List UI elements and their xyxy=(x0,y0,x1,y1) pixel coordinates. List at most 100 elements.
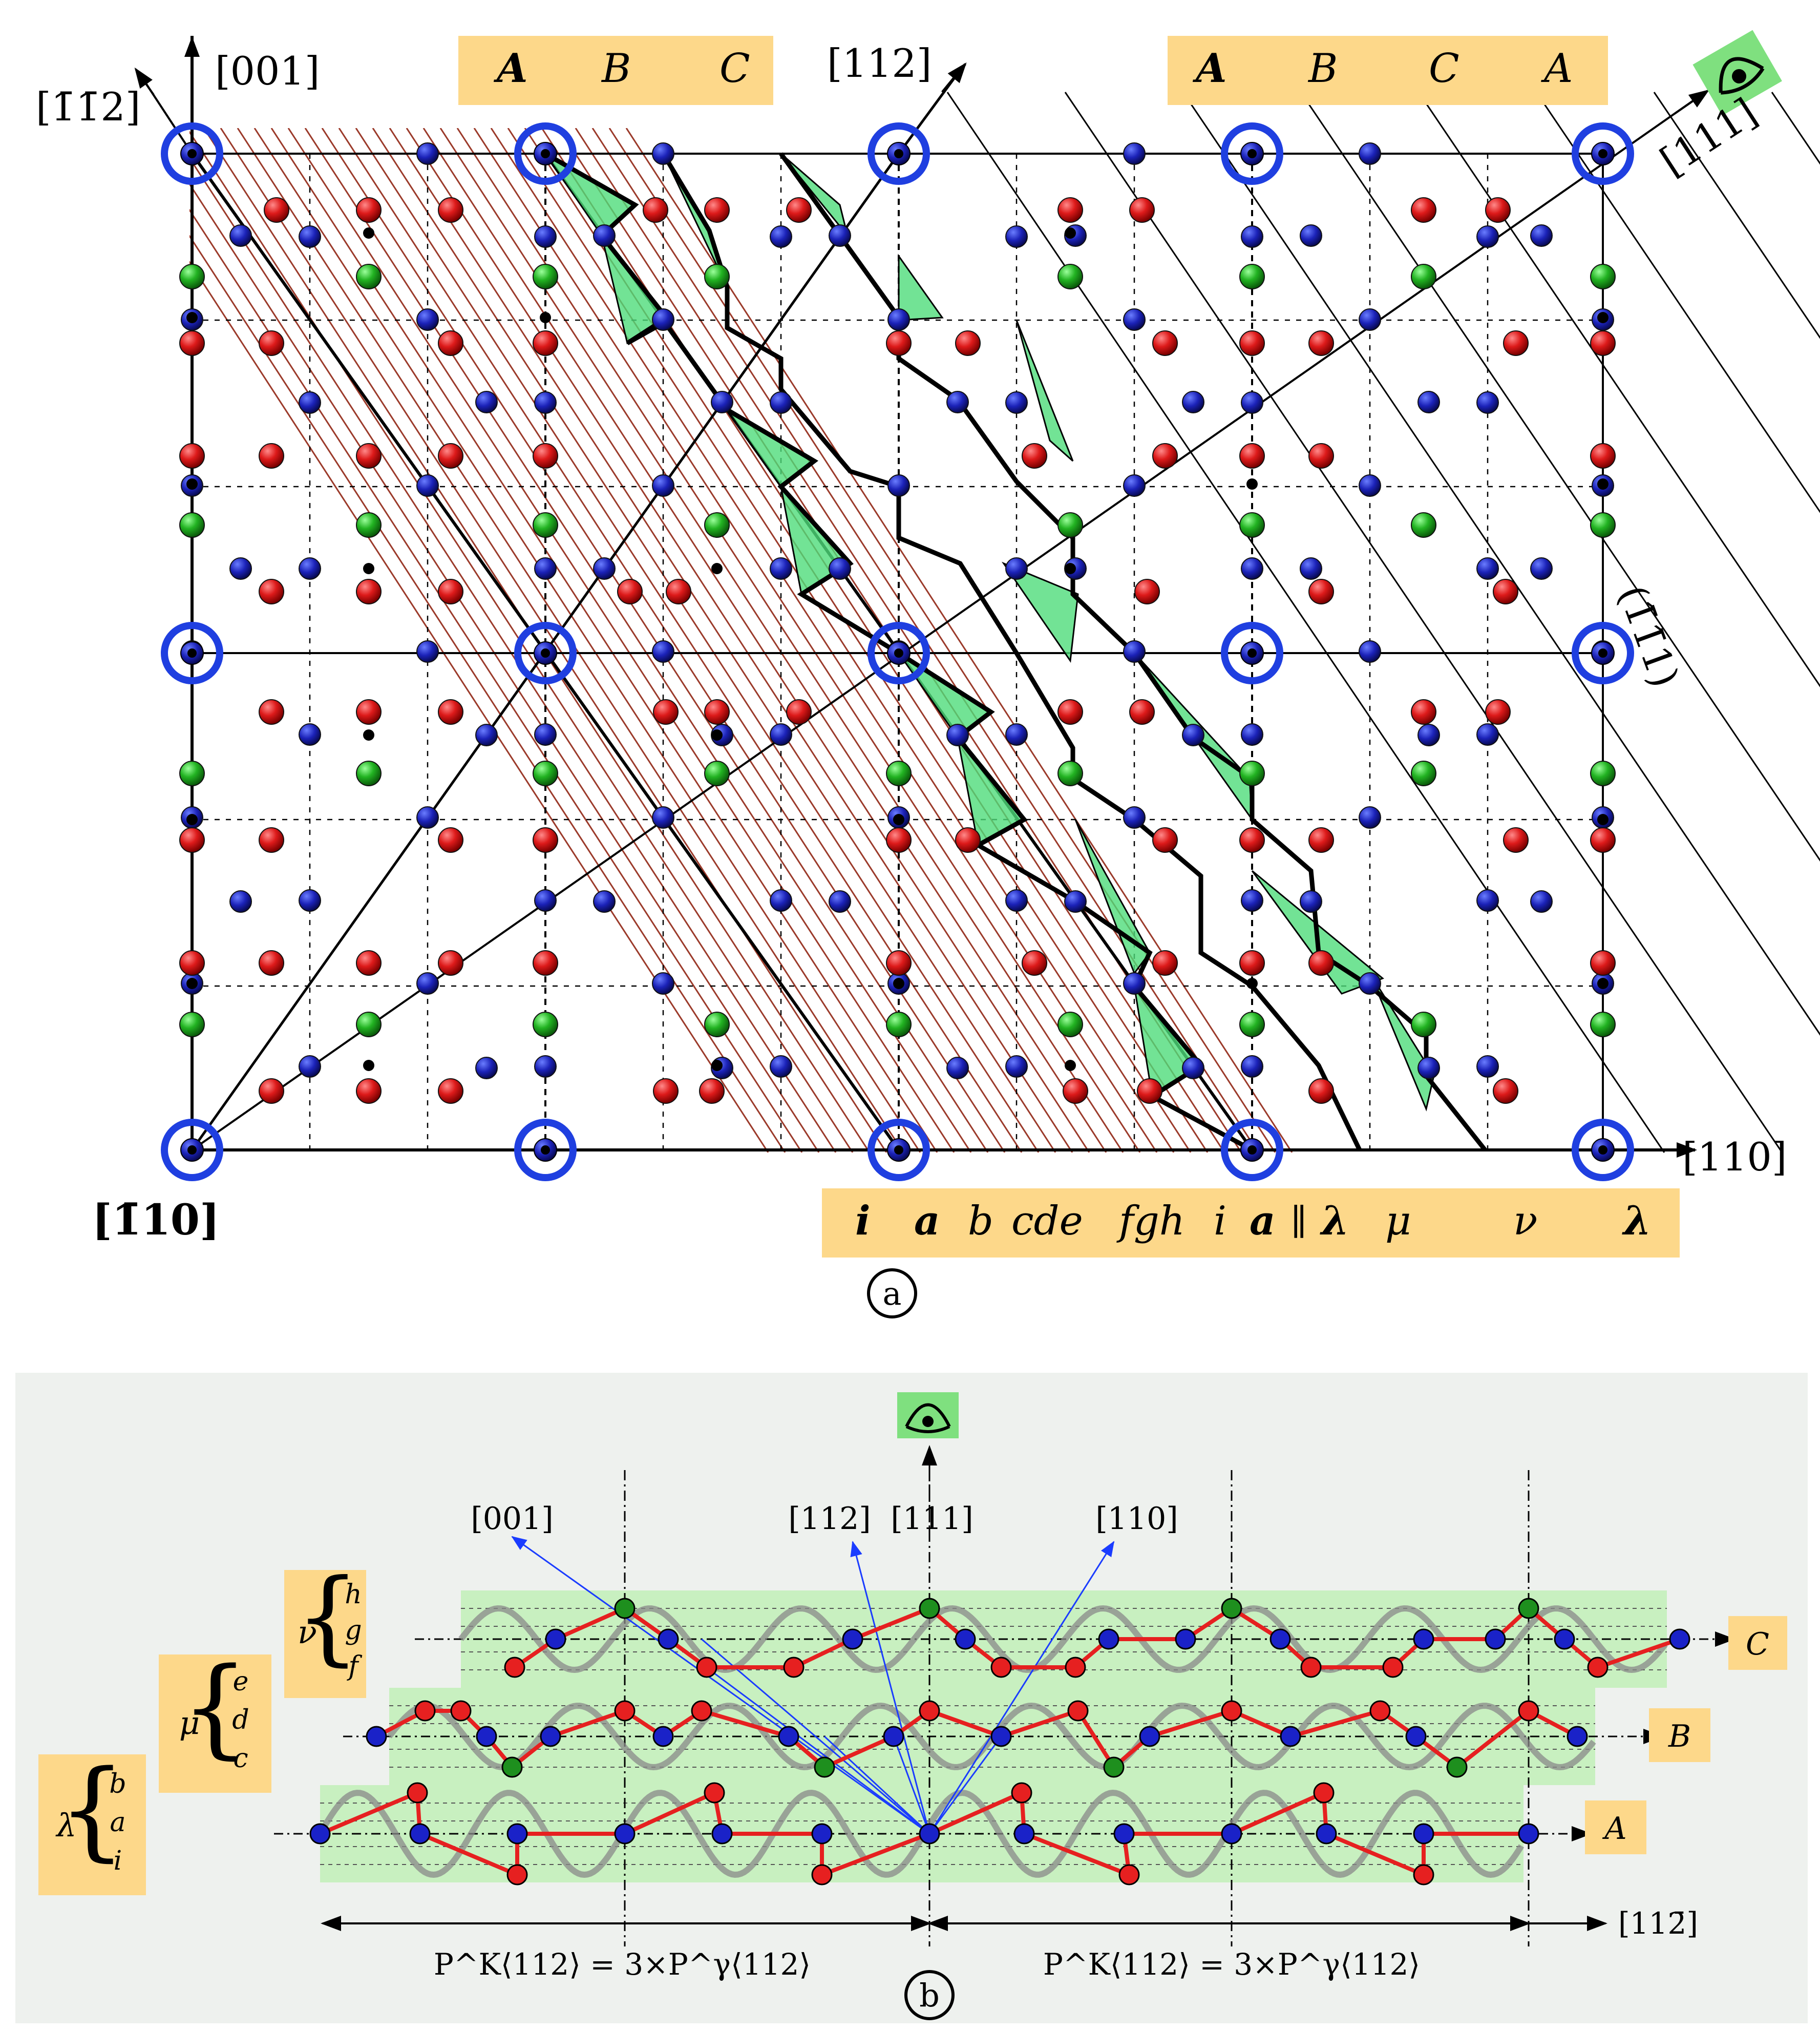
hatch-line xyxy=(456,128,1124,1153)
ring-center xyxy=(1247,648,1257,658)
seq-b: b xyxy=(968,1198,993,1244)
atom-red xyxy=(617,579,643,604)
atom-blue xyxy=(1005,225,1028,248)
atom-blue xyxy=(652,640,674,663)
atom-green xyxy=(1239,761,1265,786)
stack-right-B: B xyxy=(1307,46,1338,92)
atom-red xyxy=(1152,330,1178,356)
atom-red xyxy=(259,827,284,853)
seq-lambda2: λ xyxy=(1622,1198,1652,1244)
atom-green xyxy=(1057,761,1083,786)
atom-blue-b xyxy=(540,1726,561,1747)
ring-center xyxy=(894,149,903,158)
atom-red xyxy=(356,443,382,469)
ring-center xyxy=(1598,149,1607,158)
atoms xyxy=(179,142,1616,1104)
atom-red xyxy=(704,197,730,223)
atom-blue xyxy=(1359,308,1381,331)
atom-green xyxy=(704,1012,730,1037)
hatch-line xyxy=(321,128,989,1153)
axis-111-label: [111] xyxy=(1652,89,1765,184)
atom-green xyxy=(1057,1012,1083,1037)
dir-b-110: [110] xyxy=(1095,1501,1178,1537)
atom-red xyxy=(356,699,382,725)
hatch-line xyxy=(355,128,1023,1153)
atom-black xyxy=(186,814,198,825)
atom-blue-b xyxy=(1113,1823,1135,1845)
atom-blue xyxy=(1182,391,1204,413)
atom-green xyxy=(704,264,730,289)
atom-red-b xyxy=(1382,1657,1404,1678)
atom-red-b xyxy=(450,1700,472,1722)
atom-blue xyxy=(652,142,674,165)
atom-red xyxy=(1134,579,1160,604)
stack-left-B: B xyxy=(601,46,631,92)
seq-cde: cde xyxy=(1011,1198,1083,1244)
ring-center xyxy=(187,1145,197,1155)
atom-green xyxy=(356,761,382,786)
atom-blue xyxy=(1123,474,1146,497)
atom-black xyxy=(1246,478,1258,490)
atom-red xyxy=(533,443,558,469)
panel-b-label-circle xyxy=(904,1970,955,2020)
atom-red xyxy=(1022,950,1047,976)
direction-arrow xyxy=(928,1541,1115,1834)
atom-blue xyxy=(1123,806,1146,829)
atom-green xyxy=(1239,512,1265,538)
atom-black xyxy=(1065,563,1076,574)
atom-red-b xyxy=(1065,1657,1086,1678)
atom-green xyxy=(1239,264,1265,289)
atom-green xyxy=(1590,1012,1616,1037)
axis-110-label: [110] xyxy=(1682,1134,1787,1180)
atom-red xyxy=(643,197,668,223)
hatch-line xyxy=(287,128,955,1153)
layer-C: C xyxy=(1746,1626,1769,1662)
atom-red xyxy=(653,1078,679,1104)
atom-blue xyxy=(593,224,616,247)
atom-green xyxy=(1411,264,1436,289)
atom-red xyxy=(1239,827,1265,853)
atom-blue xyxy=(416,142,439,165)
atom-red xyxy=(1129,197,1155,223)
blue-ring xyxy=(1221,122,1283,185)
atom-blue-b xyxy=(883,1726,904,1747)
axis-112bar-label: [112̄] xyxy=(1618,1906,1698,1941)
atom-blue xyxy=(1417,391,1440,413)
atom-blue xyxy=(770,1055,792,1078)
atom-blue-b xyxy=(711,1823,733,1845)
hatch-line xyxy=(422,128,1090,1153)
blue-origin-rings xyxy=(161,122,1634,1181)
atom-red xyxy=(1308,950,1334,976)
atom-blue-b xyxy=(476,1726,497,1747)
direction-ray xyxy=(701,1638,930,1835)
period-right: P^K⟨112⟩ = 3×P^γ⟨112⟩ xyxy=(1043,1947,1420,1982)
blue-ring xyxy=(514,1119,577,1181)
atom-blue xyxy=(652,806,674,829)
atom-red xyxy=(259,1078,284,1104)
direction-ray xyxy=(928,1736,1002,1834)
ring-center xyxy=(894,1145,903,1155)
atom-blue xyxy=(1005,889,1028,912)
atom-blue xyxy=(593,557,616,580)
atom-red-b xyxy=(811,1864,833,1886)
atom-red xyxy=(356,197,382,223)
atom-blue xyxy=(1476,723,1499,746)
group-nu-g: g xyxy=(345,1615,362,1646)
seq-i1: i xyxy=(855,1198,871,1244)
arrow-m1m12 xyxy=(134,67,155,96)
atom-blue xyxy=(829,890,851,913)
trace-line xyxy=(1417,92,1820,687)
atom-red xyxy=(699,1078,725,1104)
atom-blue xyxy=(652,474,674,497)
atom-green xyxy=(1411,1012,1436,1037)
hatch-line xyxy=(439,128,1107,1153)
atom-blue xyxy=(1476,1055,1499,1078)
atom-blue-b xyxy=(842,1628,863,1650)
group-lambda-i: i xyxy=(114,1846,122,1876)
layer-B-box xyxy=(1649,1708,1710,1762)
atom-blue xyxy=(1005,723,1028,746)
atom-red xyxy=(1590,827,1616,853)
atom-red xyxy=(1493,579,1518,604)
atom-blue-b xyxy=(1518,1823,1539,1845)
atom-black xyxy=(711,729,723,741)
